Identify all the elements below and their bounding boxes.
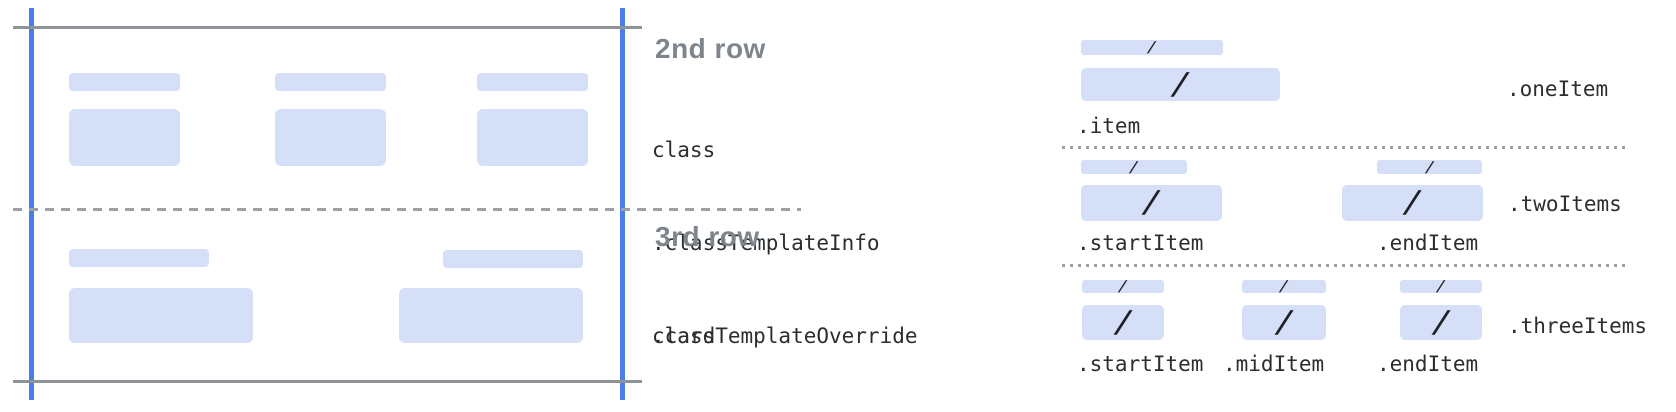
placeholder-value-block [275,109,386,166]
layout-divider-dotted-line [1062,146,1630,149]
layout-divider-dotted-line [1062,264,1630,267]
placeholder-label-bar [69,249,209,267]
placeholder-value-block [69,288,253,343]
code-line: .cardTemplateOverride [652,324,918,348]
placeholder-label-bar [443,250,583,268]
slash-icon: / [1116,277,1130,295]
mid-item-label-bar: / [1242,277,1326,295]
slash-icon: / [1423,157,1436,176]
slash-icon: / [1127,157,1141,176]
code-line: .classTemplateInfo [652,231,880,255]
mid-item-field-label: .midItem [1223,352,1325,376]
slash-icon: / [1110,304,1136,340]
slash-icon: / [1139,185,1164,220]
row-2-field-path: class .classTemplateInfo .cardTemplateOv… [652,73,955,412]
start-item-field-label: .startItem [1077,352,1204,376]
end-item-value-bar: / [1400,305,1482,340]
slash-icon: / [1271,304,1297,340]
bottom-gray-guide-line [13,380,642,383]
right-blue-guide-line [620,8,625,400]
end-item-label-bar: / [1377,157,1482,176]
item-field-label: .item [1077,114,1141,138]
slash-icon: / [1145,38,1159,56]
placeholder-value-block [399,288,583,343]
row-3-field-path: class .classTemplateInfo .cardTemplateOv… [652,261,955,412]
end-item-field-label: .endItem [1377,352,1479,376]
item-value-bar: / [1081,66,1280,102]
row-2-heading: 2nd row [655,33,766,64]
row-3-heading: 3rd row [655,221,760,252]
placeholder-value-block [69,109,180,166]
slash-icon: / [1428,304,1454,340]
layout-name-one-item: .oneItem [1507,77,1609,101]
end-item-value-bar: / [1342,185,1483,221]
start-item-value-bar: / [1081,185,1222,221]
start-item-label-bar: / [1081,157,1187,176]
start-item-field-label: .startItem [1077,231,1204,255]
placeholder-label-bar [477,73,588,91]
slash-icon: / [1168,66,1193,102]
end-item-label-bar: / [1400,277,1482,295]
left-blue-guide-line [29,8,34,400]
end-item-field-label: .endItem [1377,231,1479,255]
start-item-label-bar: / [1082,277,1164,295]
slash-icon: / [1400,185,1425,220]
start-item-value-bar: / [1082,305,1164,340]
slash-icon: / [1277,277,1291,295]
item-label-bar: / [1081,38,1223,56]
layout-name-two-items: .twoItems [1508,192,1622,216]
layout-name-three-items: .threeItems [1508,314,1648,338]
code-line: class [652,324,716,348]
code-line: class [652,138,716,162]
row-divider-dashed-line [13,208,801,211]
placeholder-label-bar [275,73,386,91]
placeholder-label-bar [69,73,180,91]
top-gray-guide-line [13,26,642,29]
placeholder-value-block [477,109,588,166]
mid-item-value-bar: / [1242,305,1326,340]
slash-icon: / [1434,277,1448,295]
